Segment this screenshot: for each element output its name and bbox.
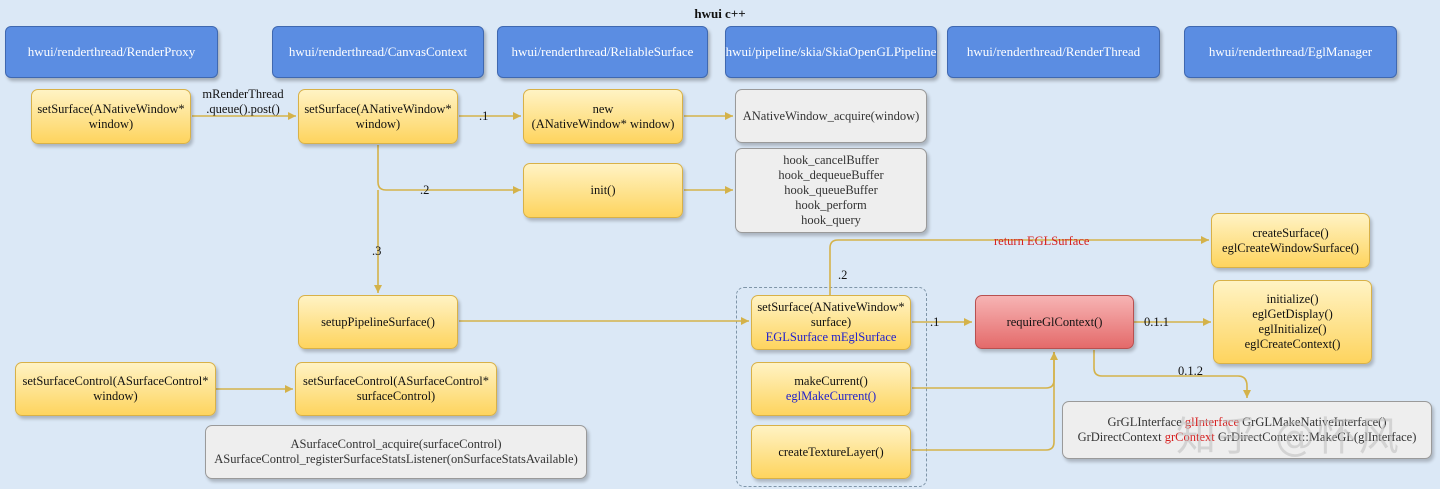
header-render-thread: hwui/renderthread/RenderThread [947, 26, 1160, 78]
node-pipeline-set-surface: setSurface(ANativeWindow*surface)EGLSurf… [751, 295, 911, 350]
edge-step2 [377, 145, 521, 194]
label-step1: .1 [479, 109, 489, 123]
node-gr-context: GrGLInterface glInterface GrGLMakeNative… [1062, 401, 1432, 459]
header-egl-manager: hwui/renderthread/EglManager [1184, 26, 1397, 78]
edge-create-texture [912, 352, 1055, 451]
node-setup-pipeline-surface: setupPipelineSurface() [298, 295, 458, 349]
node-create-surface: createSurface()eglCreateWindowSurface() [1211, 213, 1370, 268]
diagram-title: hwui c++ [694, 6, 746, 21]
edge-create-surface [829, 236, 1209, 295]
node-proxy-set-surface: setSurface(ANativeWindow*window) [31, 89, 191, 144]
node-reliable-surface-new: new(ANativeWindow* window) [523, 89, 683, 144]
node-proxy-set-surface-control: setSurfaceControl(ASurfaceControl*window… [15, 362, 216, 416]
label-pipe-step2: .2 [838, 268, 848, 282]
label-return-egl-surface: return EGLSurface [994, 234, 1090, 248]
label-step3: .3 [372, 244, 382, 258]
node-surface-control-acquire: ASurfaceControl_acquire(surfaceControl)A… [205, 425, 587, 479]
edge-make-current [912, 352, 1058, 389]
header-canvas-context: hwui/renderthread/CanvasContext [272, 26, 484, 78]
edge-gr-context [1093, 350, 1251, 398]
node-context-set-surface: setSurface(ANativeWindow*window) [298, 89, 458, 144]
node-native-window-acquire: ANativeWindow_acquire(window) [735, 89, 927, 143]
node-context-set-surface-control: setSurfaceControl(ASurfaceControl*surfac… [295, 362, 497, 416]
label-pipe-step1: .1 [930, 315, 940, 329]
header-skia-opengl-pipeline: hwui/pipeline/skia/SkiaOpenGLPipeline [725, 26, 937, 78]
label-step2: .2 [420, 183, 430, 197]
header-reliable-surface: hwui/renderthread/ReliableSurface [497, 26, 708, 78]
pipeline-group [736, 287, 927, 487]
label-0-1-2: 0.1.2 [1178, 364, 1203, 378]
node-make-current: makeCurrent()eglMakeCurrent() [751, 362, 911, 416]
header-render-proxy: hwui/renderthread/RenderProxy [5, 26, 218, 78]
node-initialize: initialize()eglGetDisplay()eglInitialize… [1213, 280, 1372, 364]
node-create-texture-layer: createTextureLayer() [751, 425, 911, 479]
node-require-gl-context: requireGlContext() [975, 295, 1134, 349]
node-init: init() [523, 163, 683, 218]
label-0-1-1: 0.1.1 [1144, 315, 1169, 329]
watermark: 知乎 @怀风 [1176, 414, 1401, 460]
label-post: mRenderThread.queue().post() [202, 87, 284, 116]
